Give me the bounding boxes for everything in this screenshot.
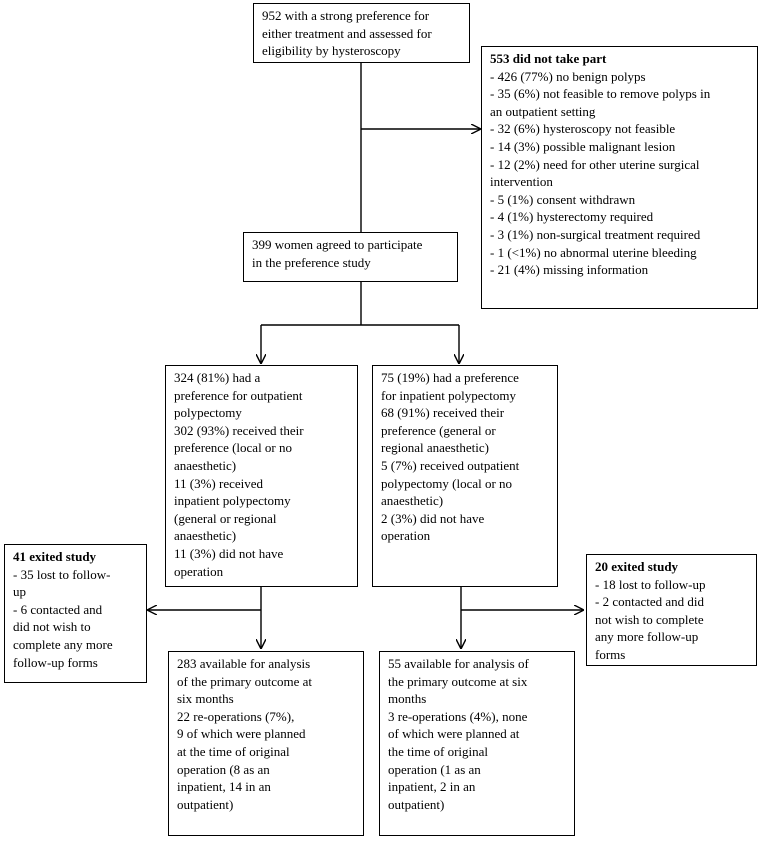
inpatient-line: regional anaesthetic) (381, 440, 489, 456)
analysis-left-line: 283 available for analysis (177, 656, 311, 671)
analysis-right-line: inpatient, 2 in an (388, 779, 476, 795)
outpatient-line: 324 (81%) had a (174, 370, 261, 385)
inpatient-line: 75 (19%) had a preference (381, 370, 519, 385)
exit-left-line: follow-up forms (13, 654, 98, 670)
assessed-line: either treatment and assessed for (262, 25, 432, 41)
excluded-line: - 21 (4%) missing information (490, 262, 649, 278)
excluded-line: - 426 (77%) no benign polyps (490, 68, 646, 84)
analysis-right-line: of which were planned at (388, 726, 520, 742)
outpatient-line: (general or regional (174, 510, 277, 526)
excluded-box: 553 did not take part - 426 (77%) no ben… (481, 46, 758, 309)
outpatient-line: preference (local or no (174, 440, 293, 456)
excluded-line: - 4 (1%) hysterectomy required (490, 209, 654, 225)
inpatient-line: for inpatient polypectomy (381, 387, 517, 403)
analysis-left-box: 283 available for analysis of the primar… (168, 651, 364, 836)
analysis-right-box: 55 available for analysis of the primary… (379, 651, 575, 836)
agreed-line: 399 women agreed to participate (252, 237, 423, 252)
outpatient-line: 11 (3%) did not have (174, 545, 284, 561)
excluded-line: an outpatient setting (490, 103, 596, 119)
exit-right-line: any more follow-up (595, 629, 699, 645)
exit-right-line: - 18 lost to follow-up (595, 576, 706, 592)
exit-left-line: up (13, 584, 26, 600)
outpatient-line: 11 (3%) received (174, 475, 264, 491)
outpatient-line: 302 (93%) received their (174, 422, 304, 438)
exit-right-line: not wish to complete (595, 611, 704, 627)
inpatient-line: 68 (91%) received their (381, 405, 505, 421)
excluded-line: - 5 (1%) consent withdrawn (490, 191, 636, 207)
assessed-line: eligibility by hysteroscopy (262, 43, 401, 59)
exit-left-line: - 6 contacted and (13, 601, 103, 617)
outpatient-line: anaesthetic) (174, 457, 237, 473)
analysis-left-line: of the primary outcome at (177, 673, 313, 689)
agreed-box: 399 women agreed to participate in the p… (243, 232, 458, 282)
excluded-line: - 3 (1%) non-surgical treatment required (490, 226, 701, 242)
exit-left-line: - 35 lost to follow- (13, 566, 111, 582)
exit-left-box: 41 exited study - 35 lost to follow- up … (4, 544, 147, 683)
inpatient-preference-box: 75 (19%) had a preference for inpatient … (372, 365, 558, 587)
outpatient-line: operation (174, 563, 224, 579)
excluded-line: intervention (490, 174, 553, 190)
assessed-box: 952 with a strong preference for either … (253, 3, 470, 63)
outpatient-line: polypectomy (174, 405, 242, 421)
exit-right-box: 20 exited study - 18 lost to follow-up -… (586, 554, 757, 666)
exit-right-title: 20 exited study (595, 559, 679, 574)
excluded-title: 553 did not take part (490, 51, 607, 66)
analysis-left-line: 22 re-operations (7%), (177, 708, 295, 724)
analysis-left-line: at the time of original (177, 743, 290, 759)
analysis-left-line: outpatient) (177, 796, 234, 812)
analysis-right-line: months (388, 691, 427, 707)
analysis-right-line: the primary outcome at six (388, 673, 528, 689)
exit-right-line: - 2 contacted and did (595, 594, 705, 610)
outpatient-line: inpatient polypectomy (174, 493, 291, 509)
inpatient-line: 5 (7%) received outpatient (381, 457, 520, 473)
inpatient-line: anaesthetic) (381, 493, 444, 509)
analysis-right-line: operation (1 as an (388, 761, 481, 777)
exit-right-line: forms (595, 646, 626, 662)
analysis-left-line: six months (177, 691, 234, 707)
excluded-line: - 12 (2%) need for other uterine surgica… (490, 156, 700, 172)
assessed-line: 952 with a strong preference for (262, 8, 430, 23)
exit-left-line: did not wish to (13, 619, 91, 635)
excluded-line: - 14 (3%) possible malignant lesion (490, 138, 676, 154)
inpatient-line: preference (general or (381, 422, 496, 438)
analysis-right-line: 55 available for analysis of (388, 656, 529, 671)
excluded-line: - 35 (6%) not feasible to remove polyps … (490, 86, 711, 102)
analysis-right-line: outpatient) (388, 796, 445, 812)
inpatient-line: operation (381, 528, 431, 544)
exit-left-title: 41 exited study (13, 549, 97, 564)
excluded-line: - 32 (6%) hysteroscopy not feasible (490, 121, 676, 137)
analysis-left-line: inpatient, 14 in an (177, 779, 271, 795)
outpatient-line: anaesthetic) (174, 528, 237, 544)
inpatient-line: 2 (3%) did not have (381, 510, 485, 526)
outpatient-line: preference for outpatient (174, 387, 303, 403)
analysis-left-line: 9 of which were planned (177, 726, 306, 742)
excluded-line: - 1 (<1%) no abnormal uterine bleeding (490, 244, 697, 260)
exit-left-line: complete any more (13, 636, 113, 652)
agreed-line: in the preference study (252, 254, 371, 270)
inpatient-line: polypectomy (local or no (381, 475, 513, 491)
analysis-right-line: the time of original (388, 743, 489, 759)
outpatient-preference-box: 324 (81%) had a preference for outpatien… (165, 365, 358, 587)
analysis-right-line: 3 re-operations (4%), none (388, 708, 528, 724)
analysis-left-line: operation (8 as an (177, 761, 270, 777)
